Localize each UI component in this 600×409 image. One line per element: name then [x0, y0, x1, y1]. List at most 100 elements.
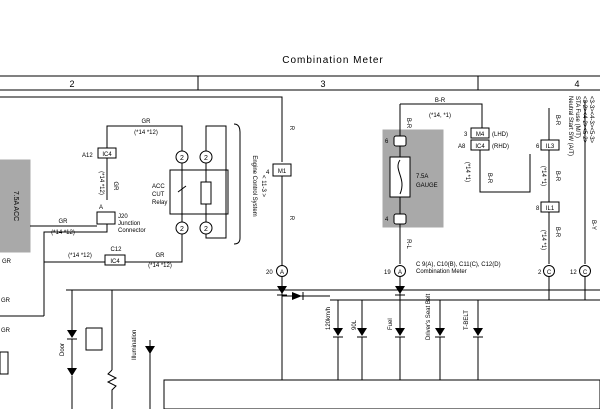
- lamp-seat-belt: [435, 300, 445, 380]
- relay-name3: Relay: [152, 200, 167, 206]
- conn-pin-12: 12: [570, 270, 577, 276]
- br-wire-spec: (*14, *1): [429, 113, 451, 119]
- relay-pin-2-label: 2: [204, 155, 208, 162]
- wire-c12-left: [43, 224, 108, 262]
- relay-frame: [169, 169, 229, 215]
- ic4-id: IC4: [475, 144, 485, 150]
- fuse-block-acc: [0, 159, 31, 253]
- conn-pin-2: 2: [538, 270, 542, 276]
- lamp-90l: [357, 300, 367, 380]
- relay-pin-4-label: 2: [204, 226, 208, 233]
- il3-wire: B-R: [554, 171, 560, 182]
- illum-diode: [145, 346, 155, 354]
- gr-wire-spec: (*14 *12): [134, 130, 158, 136]
- gr-vert-color: GR: [112, 182, 118, 192]
- conn-pin-20: 20: [266, 270, 273, 276]
- il1-connector: [540, 201, 560, 213]
- gr-left-color: GR: [59, 219, 69, 225]
- gauge-fuse: [389, 156, 411, 198]
- wire-gr-top: [106, 125, 183, 152]
- gauge-fuse-name: GAUGE: [416, 183, 438, 189]
- gauge-fuse-element: [397, 159, 403, 195]
- gauge-connector-top: [393, 135, 407, 147]
- section-number-3: 3: [320, 79, 325, 89]
- illum-resistor: [106, 369, 118, 409]
- right-text-line3: <3-2><4-2><5-2>: [581, 96, 587, 144]
- gauge-wire: B-R: [405, 118, 411, 129]
- m1-wire-r-top: R: [288, 126, 294, 131]
- meter-bottom-box: [163, 379, 600, 409]
- relay-pin-1-label: 2: [180, 155, 184, 162]
- lamp-fuel: [395, 300, 405, 380]
- c12-connector: [104, 254, 126, 266]
- diagram-title: Combination Meter: [282, 55, 383, 66]
- il1-pin: 8: [536, 206, 540, 212]
- engine-ref-label: Engine Control System: [251, 155, 257, 216]
- junction-name1: Junction: [118, 221, 140, 227]
- c12-id: C12: [110, 247, 122, 253]
- section-number-2: 2: [69, 79, 74, 89]
- ic4-top-pin: A12: [82, 153, 93, 159]
- left-edge-gr-1: GR: [1, 298, 11, 304]
- m4-rhd: (RHD): [492, 144, 509, 150]
- lamp-door-diode2: [67, 368, 77, 376]
- lamp-label-seat-belt: Driver's Seat Belt: [426, 294, 432, 340]
- lamp-label-fuel: Fuel: [388, 318, 394, 330]
- br-wire-color: B-R: [435, 98, 446, 104]
- gauge-pin6: 6: [385, 139, 389, 145]
- diode-a19: [395, 286, 405, 294]
- conn-a-19-label: A: [398, 270, 402, 276]
- il1-id: IL1: [546, 206, 555, 212]
- m1-wire-r-bottom: R: [288, 216, 294, 221]
- wire-top: [0, 96, 283, 162]
- wire-br-top: [400, 103, 483, 128]
- engine-ref-page: < 11-3 >: [260, 175, 266, 197]
- c12-spec-right: (*14 *12): [148, 263, 172, 269]
- gauge-connector-bottom: [393, 213, 407, 225]
- lamp-label-120: 120km/h: [326, 307, 332, 330]
- wire-c12-out: [125, 228, 183, 263]
- door-resistor-frame: [85, 327, 103, 351]
- junction-id: J20: [118, 214, 128, 220]
- conn-c-2-label: C: [547, 270, 552, 276]
- wire-m4-loop: [479, 150, 531, 193]
- il3-pin: 6: [536, 144, 540, 150]
- lamp-door-diode: [67, 330, 77, 338]
- conn-pin-19: 19: [384, 270, 391, 276]
- m4-lhd: (LHD): [492, 132, 508, 138]
- c12-spec-left: (*14 *12): [68, 253, 92, 259]
- relay-switch: [177, 185, 187, 193]
- junction-connector: [96, 211, 116, 225]
- m4-spec: (*14 *1): [464, 162, 470, 182]
- ic4-top-id: IC4: [102, 152, 112, 158]
- fuse-block-label: 7.5A ACC: [12, 191, 19, 221]
- lamp-label-door: Door: [60, 343, 66, 356]
- gr-left-spec: (*14 *12): [51, 230, 75, 236]
- il3-spec: (*14 *1): [540, 166, 546, 186]
- section-number-4: 4: [574, 79, 579, 89]
- conn-c-12-label: C: [583, 270, 588, 276]
- right-text-line1: Neutral Start SW (A/T): [567, 96, 573, 156]
- gauge-out-wire: R-L: [405, 239, 411, 249]
- gr-vert-spec: (*14 *12): [98, 171, 104, 195]
- lamp-label-illumination: Illumination: [132, 330, 138, 360]
- il3-connector: [540, 139, 560, 151]
- m1-id: M1: [278, 169, 287, 175]
- conn-a-20-label: A: [280, 270, 284, 276]
- relay-name1: ACC: [152, 184, 165, 190]
- relay-pin-3-label: 2: [180, 226, 184, 233]
- lamp-120: [333, 300, 343, 380]
- gauge-fuse-rating: 7.5A: [416, 174, 428, 180]
- junction-pin: A: [99, 205, 103, 211]
- junction-name2: Connector: [118, 228, 146, 234]
- diode-a20: [277, 286, 287, 294]
- c12-color: GR: [156, 253, 166, 259]
- right-text-line2: STA Fuse (M/T): [574, 96, 580, 138]
- meter-ref-line1: C 9(A), C10(B), C11(C), C12(D): [416, 262, 501, 268]
- by-wire-label: B-Y: [590, 220, 596, 230]
- m4-id: M4: [476, 132, 485, 138]
- il3-id: IL3: [546, 144, 555, 150]
- meter-ref-line2: Combination Meter: [416, 269, 467, 275]
- m1-pin: 4: [266, 170, 270, 176]
